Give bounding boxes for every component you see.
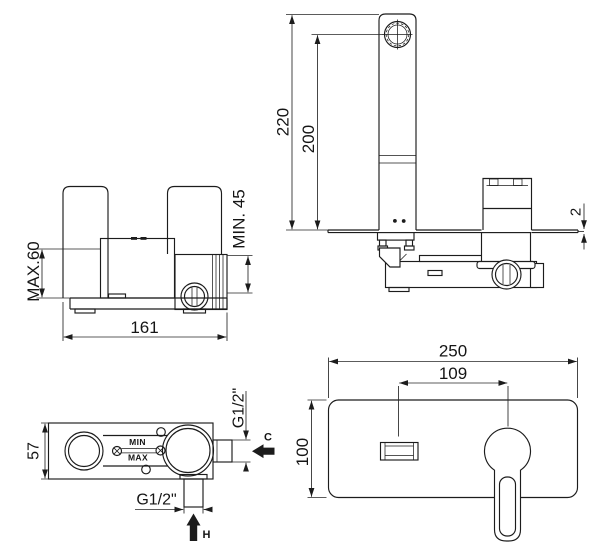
dim-plate-width-label: 250 <box>439 342 467 361</box>
spout-outlet <box>379 441 419 461</box>
valve-port-inner <box>494 262 519 287</box>
cartridge-opening-outer <box>161 424 215 477</box>
view-rough-in-side: MAX.60 MIN. 45 161 <box>24 185 253 341</box>
union-bolt <box>405 239 414 247</box>
trim-plate <box>327 399 579 499</box>
cartridge-sleeve <box>480 232 532 263</box>
wall-plate-edge <box>327 229 579 234</box>
valve-min-marking: MIN <box>129 437 146 447</box>
hot-flow-arrow <box>186 513 201 541</box>
spout-screw-dot <box>393 219 397 223</box>
spout-opening-inner <box>67 434 101 468</box>
band-tab <box>156 427 166 437</box>
dim-centers-distance-label: 109 <box>439 364 467 383</box>
handle-side <box>482 177 533 230</box>
in-wall-body <box>376 232 545 293</box>
ext-line <box>398 386 509 437</box>
left-bracket <box>378 247 401 268</box>
cylinder-thread-lines <box>212 255 224 310</box>
valve-port-outer <box>491 259 522 290</box>
cartridge-opening-inner <box>165 427 211 474</box>
view-mixer-side: 220 200 2 <box>274 13 587 293</box>
mounting-bracket <box>69 297 228 314</box>
outlet-port-inner <box>183 285 206 308</box>
view-trim-plate-front: 250 109 100 <box>293 342 579 542</box>
cold-thread-label: G1/2" <box>231 388 248 428</box>
housing-foot <box>388 286 410 293</box>
hot-inlet-label: H <box>203 529 211 541</box>
dim-total-height-label: 220 <box>274 108 293 136</box>
ext-line <box>307 399 327 498</box>
ext-line <box>183 507 204 514</box>
valve-max-marking: MAX <box>128 453 148 463</box>
hot-inlet-stub <box>183 478 204 508</box>
union-nut <box>403 245 415 251</box>
adjust-screw <box>155 445 166 456</box>
dim-valve-width-label: 161 <box>130 318 158 337</box>
left-bracket-edge <box>399 253 407 261</box>
body-bottom-tab <box>107 293 127 299</box>
spout-outlet-detail <box>384 442 414 460</box>
handle-top-notch <box>513 178 523 186</box>
spout-seams <box>379 155 416 164</box>
dim-spout-height-label: 200 <box>299 125 318 153</box>
outlet-port-slot <box>191 287 198 306</box>
union-bolt <box>378 239 387 247</box>
body-top-mark <box>131 237 137 240</box>
housing-top-bar <box>418 254 484 263</box>
view-rough-in-front: MIN MAX G1/2" C G1/2" H 57 <box>26 388 275 541</box>
band-rails <box>121 448 156 454</box>
adjust-screw <box>111 445 123 457</box>
cold-inlet-label: C <box>264 432 272 444</box>
housing-slot <box>427 269 443 277</box>
housing-right-block <box>529 262 545 289</box>
spout-body <box>378 13 417 230</box>
spout-opening-outer <box>64 431 104 471</box>
protection-cap-right <box>166 185 223 254</box>
valve-body <box>99 237 176 299</box>
ext-line <box>41 422 49 480</box>
dim-valve-height-label: 57 <box>26 442 43 460</box>
body-top-mark <box>140 237 147 240</box>
dim-plate-thickness-label: 2 <box>568 208 585 216</box>
band-tab <box>141 464 151 475</box>
ext-line <box>286 14 379 231</box>
handle-lever <box>483 427 532 542</box>
cold-flow-arrow <box>252 444 275 459</box>
ext-line <box>227 255 253 294</box>
aerator-crosshair <box>382 19 413 50</box>
valve-port-slot <box>502 265 511 284</box>
spout-union <box>376 232 415 241</box>
dim-max-depth-label: MAX.60 <box>24 241 43 301</box>
dim-min-depth-label: MIN. 45 <box>230 189 249 249</box>
handle-top-notch <box>489 178 499 186</box>
label-band <box>103 434 168 467</box>
ext-line <box>328 357 578 398</box>
cold-inlet-stub <box>212 439 233 463</box>
dim-plate-height-label: 100 <box>293 438 312 466</box>
protection-cap-left <box>62 185 109 298</box>
hot-thread-label: G1/2" <box>136 492 176 509</box>
handle-lever-inset <box>498 476 517 537</box>
spout-screw-dot <box>401 219 406 223</box>
ext-line <box>36 248 101 299</box>
ext-line <box>62 302 228 341</box>
ext-line <box>232 439 251 463</box>
